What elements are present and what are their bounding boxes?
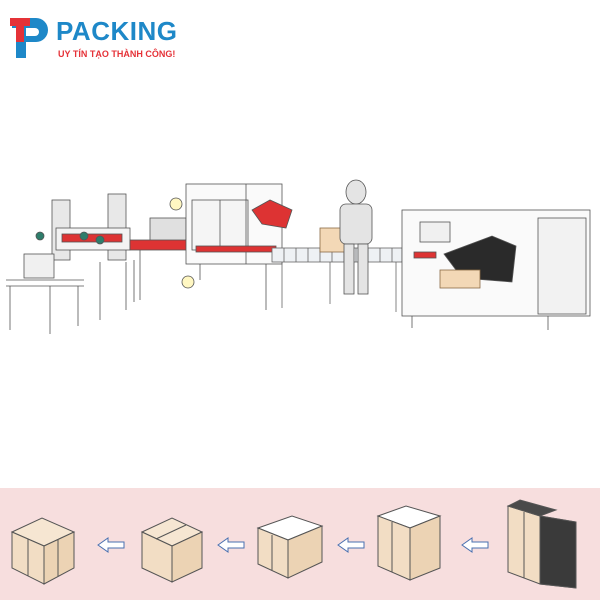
left-arrow-icon xyxy=(97,537,125,553)
operator-robot-figure xyxy=(339,179,373,295)
sealed-box-icon xyxy=(10,517,76,585)
folded-box-icon xyxy=(140,517,204,583)
brand-logo[interactable]: PACKING UY TÍN TẠO THÀNH CÔNG! xyxy=(10,14,200,64)
case-erector-machine xyxy=(401,209,591,330)
center-sealer-machine xyxy=(129,183,293,310)
erected-box-icon xyxy=(376,505,442,581)
open-box-icon xyxy=(256,515,324,579)
logo-mark-icon xyxy=(10,18,48,58)
left-arrow-icon xyxy=(337,537,365,553)
logo-slogan: UY TÍN TẠO THÀNH CÔNG! xyxy=(58,49,176,59)
roller-conveyor xyxy=(271,227,403,312)
packing-line-illustration xyxy=(6,179,591,334)
logo-wordmark: PACKING xyxy=(56,16,178,46)
packing-process-steps xyxy=(10,499,577,589)
left-arrow-icon xyxy=(217,537,245,553)
case-sealer-machine xyxy=(6,193,135,334)
flat-carton-icon xyxy=(506,499,577,589)
left-arrow-icon xyxy=(461,537,489,553)
